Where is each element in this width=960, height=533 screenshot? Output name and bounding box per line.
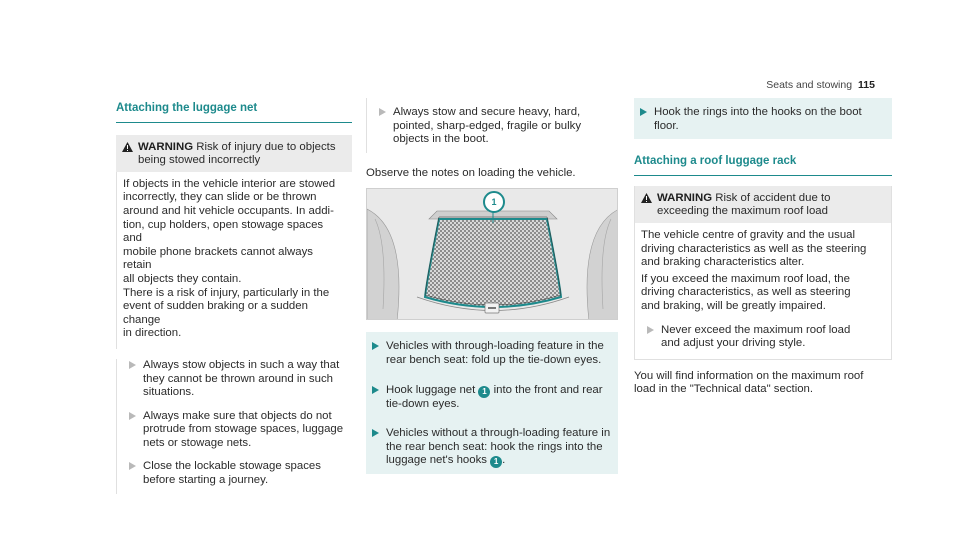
warning-label: WARNING [138, 140, 194, 153]
warning-steps-continued: Always stow and secure heavy, hard, poin… [366, 98, 618, 153]
note-line: You will find information on the maximum… [634, 369, 864, 382]
instruction-step: Vehicles without a through-loading featu… [366, 427, 618, 469]
luggage-net-figure: 1 [366, 188, 618, 321]
step-line: Always make sure that objects do not [143, 409, 332, 422]
body-line: mobile phone brackets cannot always reta… [123, 245, 313, 272]
body-line: If objects in the vehicle interior are s… [123, 177, 336, 190]
warning-box-accident: WARNING Risk of accident due to exceedin… [634, 185, 892, 360]
body-line: If you exceed the maximum roof load, the [641, 272, 850, 285]
step-text: into the front and rear [490, 383, 603, 396]
column-2: Always stow and secure heavy, hard, poin… [366, 98, 618, 475]
warning-steps: Always stow objects in such a way that t… [116, 358, 352, 494]
instruction-step: Vehicles with through-loading feature in… [366, 340, 618, 367]
body-line: The vehicle centre of gravity and the us… [641, 228, 856, 241]
page-header: Seats and stowing 115 [766, 79, 875, 93]
warning-triangle-icon [122, 141, 133, 152]
page-number: 115 [858, 79, 875, 91]
final-note: You will find information on the maximum… [634, 370, 892, 397]
body-line: in direction. [123, 327, 182, 340]
callout-1-badge: 1 [478, 385, 491, 398]
body-line: around and hit vehicle occupants. In add… [123, 204, 334, 217]
callout-1-badge: 1 [483, 191, 505, 214]
step-line: objects in the boot. [393, 133, 489, 146]
arrow-icon [640, 108, 647, 116]
warning-step: Always make sure that objects do not pro… [123, 410, 352, 451]
warning-step: Never exceed the maximum roof load and a… [641, 324, 883, 351]
instruction-step: Hook the rings into the hooks on the boo… [634, 106, 892, 133]
instruction-block: Vehicles with through-loading feature in… [366, 332, 618, 475]
instruction-block: Hook the rings into the hooks on the boo… [634, 98, 892, 140]
body-line: tion, cup holders, open stowage spaces a… [123, 218, 324, 245]
warning-triangle-icon [641, 192, 652, 203]
step-line: Never exceed the maximum roof load [661, 323, 851, 336]
observe-note: Observe the notes on loading the vehicle… [366, 166, 576, 179]
step-line: pointed, sharp-edged, fragile or bulky [393, 119, 582, 132]
section-title-luggage-net: Attaching the luggage net [116, 102, 352, 123]
column-1: Attaching the luggage net WARNING Risk o… [116, 98, 352, 494]
arrow-icon [647, 325, 654, 334]
step-line: protrude from stowage spaces, luggage [143, 423, 344, 436]
warning-body: If objects in the vehicle interior are s… [116, 171, 352, 349]
step-line: they cannot be thrown around in such [143, 372, 333, 385]
step-line: Vehicles without a through-loading featu… [386, 427, 611, 440]
arrow-icon [372, 342, 379, 351]
column-3: Hook the rings into the hooks on the boo… [634, 98, 892, 397]
body-line: and braking characteristics alter. [641, 256, 805, 269]
warning-step: Always stow and secure heavy, hard, poin… [373, 106, 618, 147]
arrow-icon [372, 385, 379, 394]
body-line: event of sudden braking or a sudden chan… [123, 300, 308, 326]
step-line: Close the lockable stowage spaces [143, 460, 321, 473]
callout-1-badge: 1 [490, 456, 503, 469]
section-name: Seats and stowing [766, 79, 853, 91]
arrow-icon [372, 429, 379, 438]
warning-summary-line: exceeding the maximum roof load [657, 205, 828, 218]
step-line: floor. [654, 119, 679, 132]
body-line: and braking, will be greatly impaired. [641, 299, 826, 312]
step-line: Always stow objects in such a way that [143, 358, 340, 371]
step-text: luggage net's hooks [386, 454, 491, 467]
section-title-roof-rack: Attaching a roof luggage rack [634, 155, 892, 176]
step-text: Hook luggage net [386, 383, 479, 396]
step-line: situations. [143, 386, 195, 399]
step-line: rear bench seat: fold up the tie-down ey… [386, 353, 602, 366]
warning-step: Always stow objects in such a way that t… [123, 359, 352, 400]
body-line: driving characteristics, as well as stee… [641, 286, 851, 299]
warning-header: WARNING Risk of accident due to exceedin… [635, 185, 891, 223]
warning-label: WARNING [657, 191, 713, 204]
note-line: load in the "Technical data" section. [634, 383, 814, 396]
instruction-step: Hook luggage net 1 into the front and re… [366, 384, 618, 412]
warning-summary-line: Risk of accident due to [715, 191, 831, 204]
step-line: Vehicles with through-loading feature in… [386, 340, 604, 353]
step-line: tie-down eyes. [386, 397, 460, 410]
warning-summary-line: being stowed incorrectly [138, 154, 261, 167]
warning-body: The vehicle centre of gravity and the us… [635, 223, 891, 359]
arrow-icon [379, 108, 386, 116]
warning-box-injury: WARNING Risk of injury due to objects be… [116, 134, 352, 494]
body-line: driving characteristics as well as the s… [641, 242, 867, 255]
step-line: the rear bench seat: hook the rings into… [386, 440, 603, 453]
warning-summary-line: Risk of injury due to objects [196, 140, 336, 153]
warning-header: WARNING Risk of injury due to objects be… [116, 134, 352, 172]
arrow-icon [129, 462, 136, 471]
step-line: before starting a journey. [143, 474, 269, 487]
step-text: . [502, 454, 506, 467]
step-line: Always stow and secure heavy, hard, [393, 106, 581, 118]
step-line: nets or stowage nets. [143, 436, 252, 449]
warning-step: Close the lockable stowage spaces before… [123, 460, 352, 487]
arrow-icon [129, 360, 136, 369]
arrow-icon [129, 411, 136, 420]
step-line: and adjust your driving style. [661, 337, 806, 350]
body-line: all objects they contain. [123, 272, 242, 285]
body-line: There is a risk of injury, particularly … [123, 286, 330, 299]
body-line: incorrectly, they can slide or be thrown [123, 191, 317, 204]
step-line: Hook the rings into the hooks on the boo… [654, 106, 862, 118]
